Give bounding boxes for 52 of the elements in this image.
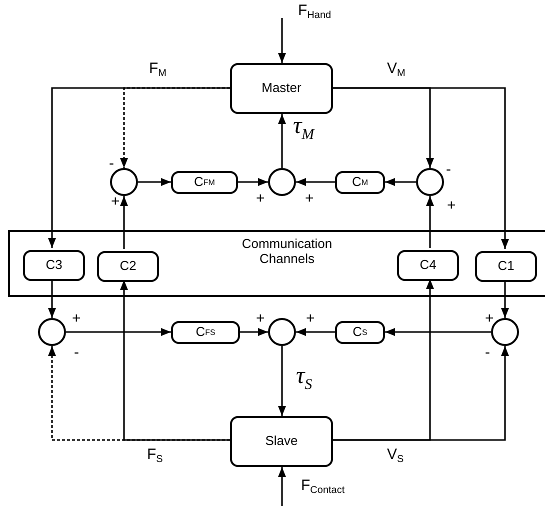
sign-label: + (256, 311, 265, 326)
sign-label: + (305, 191, 314, 206)
signal-label: F$_{Hand}$ (297, 3, 332, 21)
arrow (48, 87, 230, 248)
system-block: Slave (230, 416, 333, 467)
sign-label: + (485, 311, 494, 326)
signal-label: V$_{M}$ (386, 61, 406, 79)
summing-junction (38, 318, 66, 346)
system-block: Master (230, 63, 333, 114)
arrow (333, 87, 434, 168)
controller-block: C2 (97, 251, 159, 282)
sign-label: + (447, 198, 456, 213)
summing-junction (416, 168, 444, 196)
arrow (48, 279, 56, 318)
arrow (278, 114, 286, 168)
arrow (66, 328, 171, 336)
summing-junction (268, 168, 296, 196)
controller-block: C4 (397, 250, 459, 281)
arrow (238, 178, 268, 186)
signal-label: F$_{Contact}$ (300, 478, 346, 496)
sign-label: + (256, 191, 265, 206)
arrow (333, 346, 509, 441)
sign-label: - (446, 162, 451, 177)
controller-block: C3 (23, 250, 85, 281)
arrow (296, 328, 335, 336)
signal-label: V$_{S}$ (386, 447, 405, 465)
sign-label: + (306, 311, 315, 326)
summing-junction (110, 168, 138, 196)
arrow (385, 178, 416, 186)
sign-label: - (74, 345, 79, 360)
channel-panel (8, 230, 545, 297)
arrow (296, 178, 335, 186)
signal-label: F$_{M}$ (148, 61, 168, 79)
arrow (278, 18, 286, 63)
arrow (138, 178, 171, 186)
controller-block: C1 (475, 251, 537, 282)
summing-junction (491, 318, 519, 346)
arrow (120, 280, 230, 441)
arrow (426, 196, 434, 248)
sign-label: + (111, 194, 120, 209)
signal-label: F$_{S}$ (146, 447, 164, 465)
arrow (278, 467, 286, 506)
sign-label: - (109, 156, 114, 171)
sign-label: + (72, 311, 81, 326)
arrow (501, 280, 509, 318)
summing-junction (268, 318, 296, 346)
arrow (240, 328, 268, 336)
arrow (120, 196, 128, 249)
arrow (278, 346, 286, 416)
arrow (385, 328, 491, 336)
sign-label: - (485, 345, 490, 360)
panel-title: Communication Channels (240, 237, 334, 267)
